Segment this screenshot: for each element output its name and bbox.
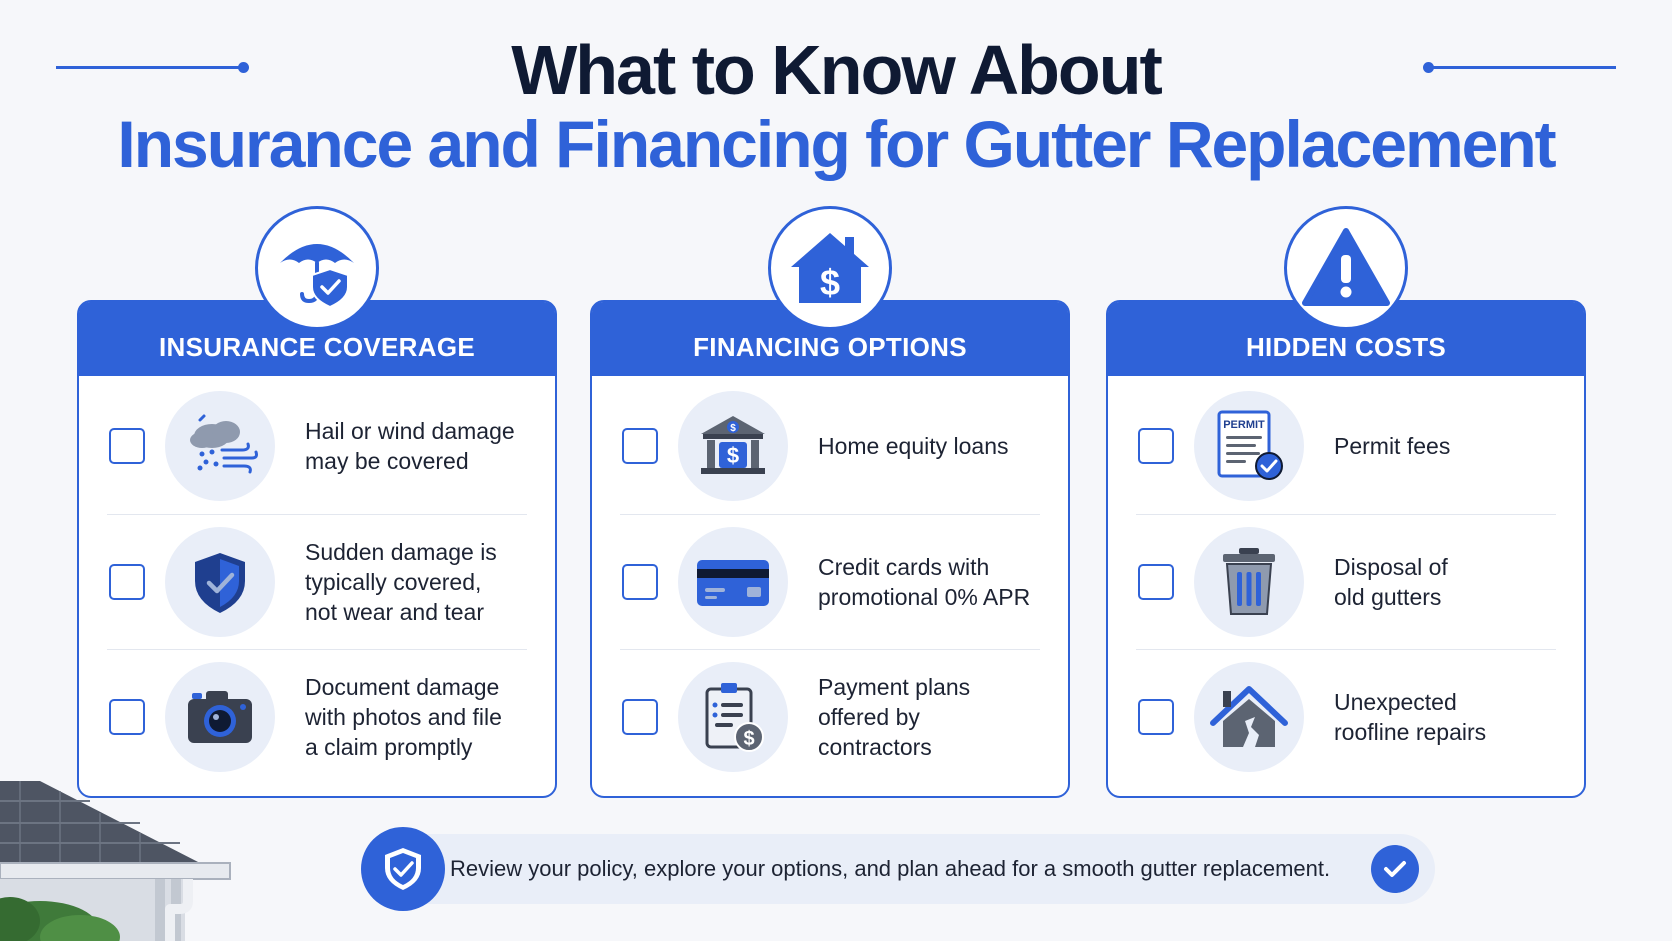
list-item: Credit cards with promotional 0% APR (620, 514, 1040, 648)
item-text: Sudden damage is typically covered, not … (305, 538, 497, 625)
item-text: Home equity loans (818, 433, 1009, 459)
svg-text:$: $ (730, 423, 736, 434)
checkbox[interactable] (109, 428, 145, 464)
insurance-coverage-card: INSURANCE COVERAGE Hail or wind damage m… (77, 206, 557, 798)
svg-text:$: $ (743, 728, 754, 750)
hidden-costs-card: HIDDEN COSTS PERMIT Permit fees (1106, 206, 1586, 798)
checkbox[interactable] (1138, 428, 1174, 464)
credit-card-icon (678, 526, 788, 637)
item-text: Document damage with photos and file a c… (305, 673, 502, 760)
shield-check-icon (165, 526, 275, 637)
item-text: Credit cards with promotional 0% APR (818, 553, 1031, 610)
item-text: Payment plans offered by contractors (818, 673, 971, 760)
title-decoration-left (56, 62, 249, 73)
checkbox[interactable] (622, 428, 658, 464)
camera-icon (165, 661, 275, 772)
svg-text:$: $ (820, 262, 840, 303)
title-decoration-right (1423, 62, 1616, 73)
item-text: Hail or wind damage may be covered (305, 418, 515, 474)
page-title-line2: Insurance and Financing for Gutter Repla… (117, 107, 1556, 181)
list-item: Hail or wind damage may be covered (107, 379, 527, 513)
bank-icon: $ $ (678, 391, 788, 501)
house-corner-illustration (0, 781, 231, 941)
item-text: Permit fees (1334, 433, 1451, 459)
item-text: Disposal of old gutters (1334, 553, 1448, 610)
house-dollar-icon: $ (768, 206, 892, 330)
trash-can-icon (1194, 526, 1304, 637)
damaged-roof-icon (1194, 661, 1304, 772)
checkbox[interactable] (622, 698, 658, 735)
svg-text:$: $ (727, 443, 739, 468)
warning-icon (1284, 206, 1408, 330)
banner-text: Review your policy, explore your options… (450, 856, 1331, 881)
hail-wind-icon (165, 391, 275, 501)
item-text: Unexpected roofline repairs (1334, 688, 1487, 745)
checkbox[interactable] (622, 563, 658, 600)
checkbox[interactable] (1138, 563, 1174, 600)
check-circle-icon (1371, 845, 1419, 893)
checkbox[interactable] (109, 698, 145, 735)
umbrella-shield-icon (255, 206, 379, 330)
list-item: $ Payment plans offered by contractors (620, 649, 1040, 783)
financing-options-card: $ FINANCING OPTIONS $ $ Home equity loan… (590, 206, 1070, 798)
permit-document-icon: PERMIT (1194, 391, 1304, 501)
list-item: Document damage with photos and file a c… (107, 649, 527, 783)
list-item: PERMIT Permit fees (1136, 379, 1556, 513)
checkbox[interactable] (1138, 698, 1174, 735)
page-title-line1: What to Know About (511, 31, 1163, 109)
checkbox[interactable] (109, 563, 145, 600)
list-item: Unexpected roofline repairs (1136, 649, 1556, 783)
shield-check-icon (361, 827, 445, 911)
permit-label: PERMIT (1223, 419, 1265, 431)
list-item: Disposal of old gutters (1136, 514, 1556, 648)
list-item: Sudden damage is typically covered, not … (107, 514, 527, 648)
list-item: $ $ Home equity loans (620, 379, 1040, 513)
clipboard-dollar-icon: $ (678, 661, 788, 772)
summary-banner: Review your policy, explore your options… (361, 827, 1435, 911)
